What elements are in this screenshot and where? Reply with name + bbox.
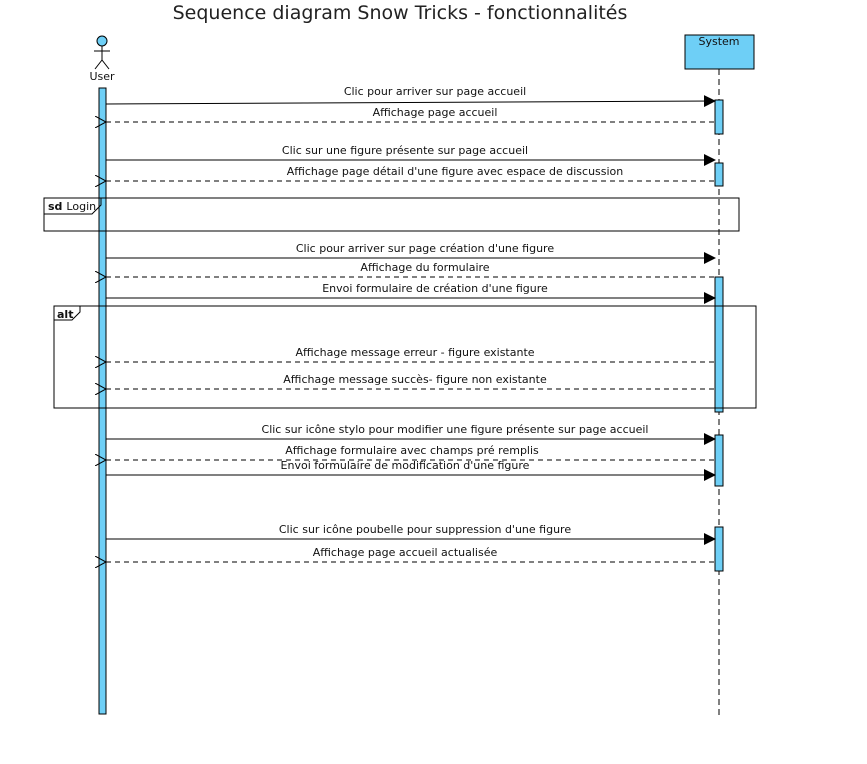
user-actor-label: User: [89, 70, 115, 83]
message-label: Envoi formulaire de création d'une figur…: [322, 282, 548, 295]
messages-group: Clic pour arriver sur page accueilAffich…: [105, 85, 716, 562]
user-lifeline: [98, 87, 107, 715]
diagram-title: Sequence diagram Snow Tricks - fonctionn…: [172, 2, 628, 24]
message-arrow-call: [105, 95, 716, 108]
message-label: Affichage page accueil: [373, 106, 498, 119]
message-label: Clic pour arriver sur page accueil: [344, 85, 526, 98]
message-label: Clic pour arriver sur page création d'un…: [296, 242, 554, 255]
message-label: Affichage message succès- figure non exi…: [283, 373, 547, 386]
message-label: Affichage du formulaire: [360, 261, 489, 274]
message-label: Envoi formulaire de modification d'une f…: [281, 459, 530, 472]
activation-bar: [714, 276, 724, 413]
message-label: Affichage page détail d'une figure avec …: [287, 165, 624, 178]
alt-frame: alt: [53, 305, 757, 409]
activation-bar: [714, 526, 724, 572]
message-label: Affichage formulaire avec champs pré rem…: [285, 444, 539, 457]
login-frame: sd Login: [43, 197, 740, 232]
message-label: Clic sur icône stylo pour modifier une f…: [262, 423, 649, 436]
activation-bar: [714, 434, 724, 487]
message-label: Affichage page accueil actualisée: [313, 546, 498, 559]
alt-frame-keyword: alt: [57, 308, 73, 321]
message-label: Clic sur une figure présente sur page ac…: [282, 144, 528, 157]
activation-bar: [714, 99, 724, 135]
login-frame-tag: sd Login: [48, 200, 96, 213]
user-actor-icon: [94, 35, 110, 70]
system-actor-label: System: [698, 35, 739, 48]
message-label: Affichage message erreur - figure exista…: [295, 346, 534, 359]
login-frame-name: Login: [66, 200, 96, 213]
activation-bar: [714, 162, 724, 187]
login-frame-keyword: sd: [48, 200, 62, 213]
message-label: Clic sur icône poubelle pour suppression…: [279, 523, 571, 536]
system-head-box: [684, 34, 755, 70]
